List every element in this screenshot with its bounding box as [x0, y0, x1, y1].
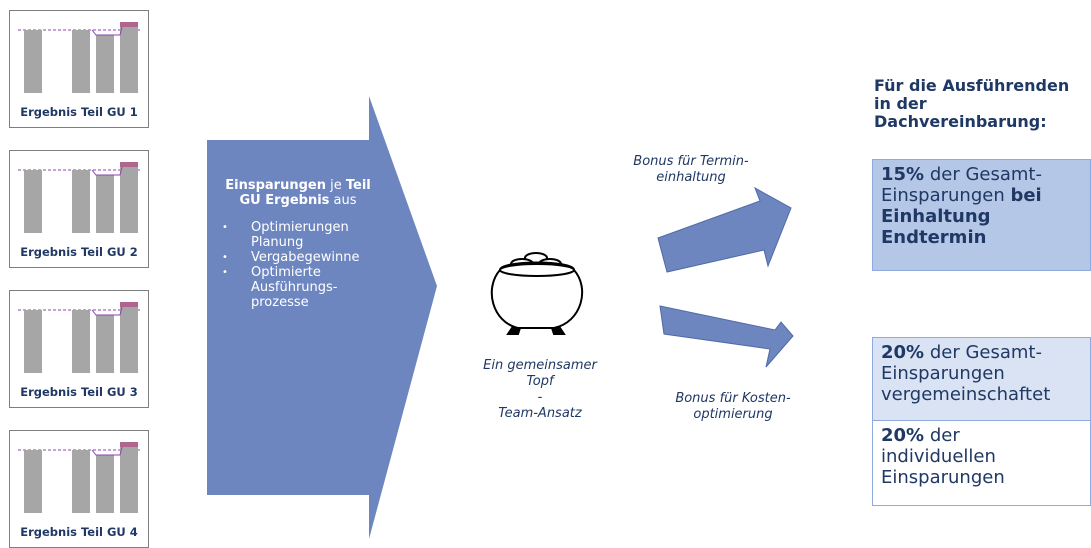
pot-caption: Ein gemeinsamer Topf - Team-Ansatz: [470, 358, 610, 422]
bonus-time-caption: Bonus für Termin- einhaltung: [616, 154, 766, 186]
savings-item: Optimierungen Planung: [218, 220, 378, 250]
savings-item: Optimierte Ausführungs-prozesse: [218, 265, 378, 310]
box-text: der Gesamt-: [924, 342, 1042, 363]
heading-line: in der: [874, 94, 927, 113]
savings-heading: Einsparungen je Teil GU Ergebnis aus: [218, 178, 378, 208]
bonus-cost-line: optimierung: [693, 407, 773, 422]
box-text: vergemeinschaftet: [881, 384, 1051, 405]
card-label: Ergebnis Teil GU 4: [20, 525, 138, 539]
bonus-box-time: 15% der Gesamt- Einsparungen bei Einhalt…: [872, 159, 1091, 271]
result-card-3: Ergebnis Teil GU 3: [9, 290, 149, 408]
box-bold-text: Einhaltung: [881, 206, 991, 227]
mini-bar-chart-icon: [18, 22, 140, 93]
pot-caption-line: Topf: [526, 374, 554, 389]
mini-bar-chart-icon: [18, 302, 140, 373]
heading-line: Dachvereinbarung:: [874, 112, 1047, 131]
box-percent: 20%: [881, 342, 925, 363]
bonus-box-individual: 20% der individuellen Einsparungen: [872, 420, 1091, 506]
card-label: Ergebnis Teil GU 3: [20, 385, 138, 399]
box-percent: 15%: [881, 164, 925, 185]
bonus-cost-caption: Bonus für Kosten- optimierung: [653, 391, 813, 423]
box-bold-text: bei: [1010, 185, 1042, 206]
bonus-cost-arrow: [659, 305, 794, 368]
heading-line: Für die Ausführenden: [874, 76, 1070, 95]
pot-caption-line: -: [537, 390, 543, 405]
box-text: Einsparungen: [881, 467, 1005, 488]
savings-list: Optimierungen Planung Vergabegewinne Opt…: [218, 220, 378, 310]
heading-bold-1: Einsparungen: [225, 178, 326, 193]
box-text: individuellen: [881, 446, 996, 467]
box-text: Einsparungen: [881, 185, 1011, 206]
card-label: Ergebnis Teil GU 1: [20, 105, 138, 119]
executors-heading: Für die Ausführenden in der Dachvereinba…: [874, 77, 1069, 131]
pot-of-gold-icon: [490, 252, 584, 335]
result-card-2: Ergebnis Teil GU 2: [9, 150, 149, 268]
mini-bar-chart-icon: [18, 442, 140, 513]
pot-caption-line: Team-Ansatz: [498, 406, 582, 421]
bonus-box-shared: 20% der Gesamt- Einsparungen vergemeinsc…: [872, 337, 1091, 421]
card-label: Ergebnis Teil GU 2: [20, 245, 138, 259]
bonus-time-line: Bonus für Termin-: [633, 154, 749, 169]
box-bold-text: Endtermin: [881, 227, 987, 248]
heading-bold-2: Teil GU Ergebnis: [239, 178, 371, 208]
result-card-4: Ergebnis Teil GU 4: [9, 430, 149, 548]
box-text: der: [924, 425, 960, 446]
savings-arrow: [207, 96, 437, 539]
heading-text-1: je: [325, 178, 346, 193]
box-percent: 20%: [881, 425, 925, 446]
heading-text-2: aus: [329, 193, 357, 208]
box-text: der Gesamt-: [924, 164, 1042, 185]
bonus-cost-line: Bonus für Kosten-: [675, 391, 791, 406]
savings-item: Vergabegewinne: [218, 250, 378, 265]
result-card-1: Ergebnis Teil GU 1: [9, 10, 149, 128]
mini-bar-chart-icon: [18, 162, 140, 233]
bonus-time-line: einhaltung: [656, 170, 726, 185]
bonus-time-arrow: [657, 186, 792, 273]
savings-text: Einsparungen je Teil GU Ergebnis aus Opt…: [218, 178, 378, 310]
pot-caption-line: Ein gemeinsamer: [483, 358, 597, 373]
box-text: Einsparungen: [881, 363, 1005, 384]
